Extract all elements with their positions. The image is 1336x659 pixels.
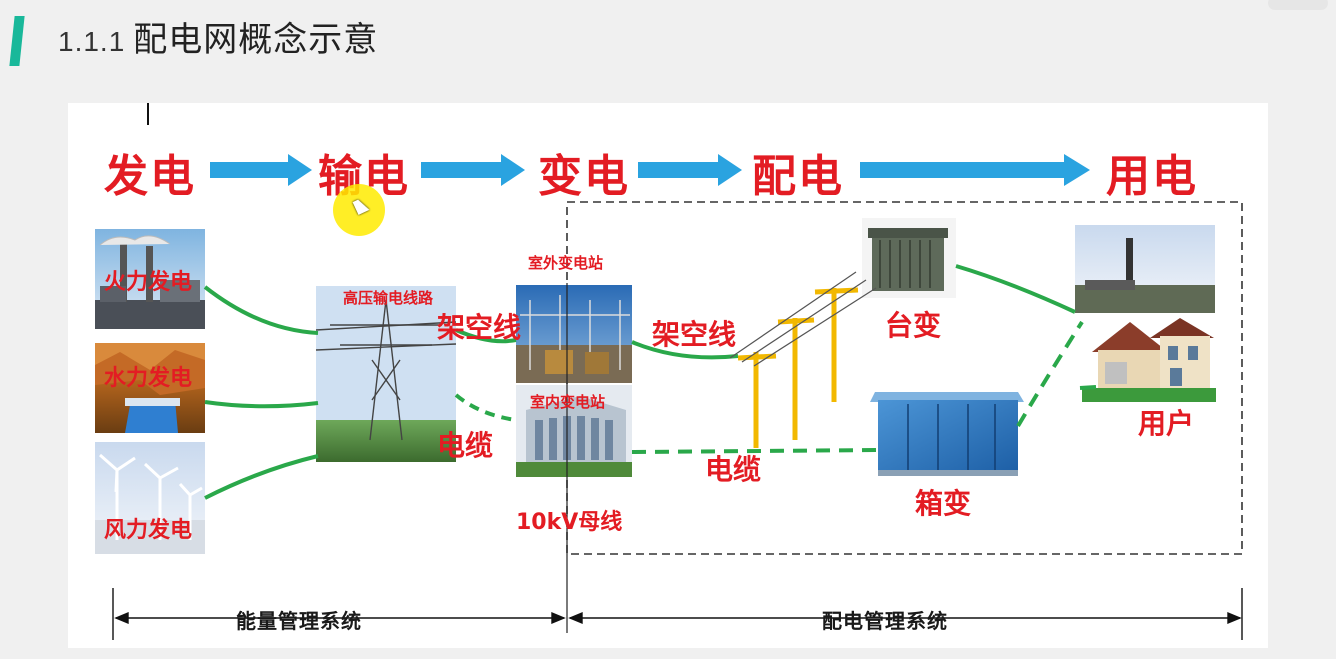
distribution-overhead-line bbox=[631, 340, 739, 360]
pole-transformer-image bbox=[862, 218, 956, 298]
house-image bbox=[1082, 318, 1216, 402]
label-outdoor-substation: 室外变电站 bbox=[528, 254, 604, 272]
label-box-transformer: 箱变 bbox=[915, 487, 972, 520]
label-wind: 风力发电 bbox=[104, 518, 193, 543]
tower-overhead-line bbox=[455, 328, 517, 344]
thermal-plant-image bbox=[95, 229, 205, 329]
generation-connections bbox=[203, 285, 319, 500]
label-cable-2: 电缆 bbox=[705, 453, 762, 486]
stage-generation: 发电 bbox=[104, 151, 196, 202]
flow-arrow-3 bbox=[638, 154, 742, 186]
label-distribution-management-system: 配电管理系统 bbox=[822, 609, 948, 633]
label-hydro: 水力发电 bbox=[104, 366, 193, 391]
label-bus: 10kV母线 bbox=[516, 510, 623, 535]
factory-image bbox=[1075, 225, 1215, 313]
watermark-logo bbox=[1268, 0, 1328, 10]
box-to-user-cable bbox=[1016, 320, 1084, 428]
wind-farm-image bbox=[95, 442, 205, 554]
stage-transformation: 变电 bbox=[538, 151, 630, 202]
user-service-line bbox=[1079, 385, 1097, 390]
diagram-panel bbox=[68, 103, 1268, 648]
overhead-wires bbox=[729, 271, 877, 367]
box-transformer-image bbox=[870, 392, 1024, 476]
label-user: 用户 bbox=[1138, 407, 1195, 440]
label-energy-management-system: 能量管理系统 bbox=[236, 609, 362, 633]
label-indoor-substation: 室内变电站 bbox=[530, 393, 606, 411]
indoor-substation-image bbox=[516, 385, 632, 477]
flow-arrow-4 bbox=[860, 154, 1090, 186]
label-overhead-1: 架空线 bbox=[437, 311, 522, 344]
flow-arrow-2 bbox=[421, 154, 525, 186]
hydro-plant-image bbox=[95, 343, 205, 433]
label-pole-transformer: 台变 bbox=[885, 309, 942, 342]
stage-distribution: 配电 bbox=[752, 151, 844, 202]
outdoor-substation-image bbox=[516, 285, 632, 383]
cursor-highlight bbox=[333, 184, 385, 236]
distribution-cable-line bbox=[631, 448, 879, 454]
transformer-to-factory-line bbox=[955, 264, 1076, 314]
slide-title-text: 配电网概念示意 bbox=[133, 20, 379, 60]
label-overhead-2: 架空线 bbox=[652, 318, 737, 351]
text-caret bbox=[147, 103, 149, 125]
slide-number: 1.1.1 bbox=[58, 26, 126, 57]
flow-arrow-1 bbox=[210, 154, 312, 186]
label-thermal: 火力发电 bbox=[104, 270, 193, 295]
label-hv-line: 高压输电线路 bbox=[343, 289, 434, 307]
label-cable-1: 电缆 bbox=[437, 429, 494, 462]
hv-tower-image bbox=[315, 286, 457, 462]
stage-consumption: 用电 bbox=[1106, 151, 1198, 202]
ems-range-arrow bbox=[112, 588, 566, 640]
tower-cable-line bbox=[454, 393, 517, 422]
dms-range-arrow bbox=[568, 588, 1243, 640]
